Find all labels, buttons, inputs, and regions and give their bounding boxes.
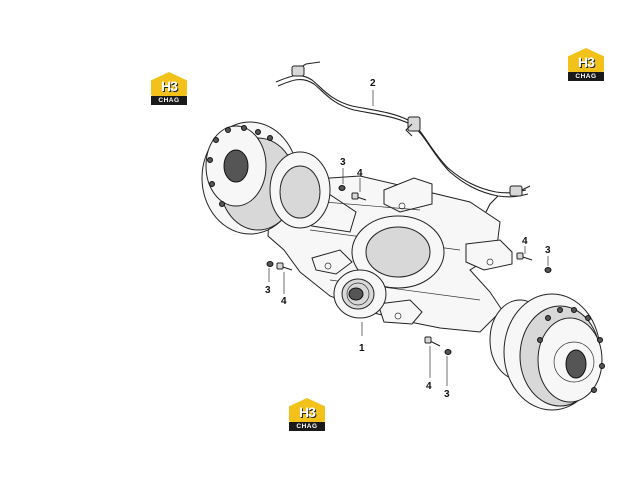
logo-mark: H3 [161, 78, 178, 94]
hardware-top [338, 185, 367, 201]
hardware-bottom [424, 336, 452, 355]
brand-logo: H3 CHAG [289, 398, 325, 432]
callout-brake-line: 2 [370, 78, 376, 89]
logo-mark: H3 [299, 404, 316, 420]
callout-axle: 1 [359, 343, 365, 354]
brand-logo: H3 CHAG [568, 48, 604, 82]
logo-text: CHAG [151, 96, 187, 105]
right-wheel-hub [489, 293, 605, 411]
differential-center [333, 215, 445, 319]
callout-bolt-left: 4 [281, 296, 287, 307]
callout-bolt-right: 4 [522, 236, 528, 247]
left-wheel-hub [201, 121, 331, 235]
callout-washer-right: 3 [545, 245, 551, 256]
callout-washer-top: 3 [340, 157, 346, 168]
callout-washer-bottom: 3 [444, 389, 450, 400]
hardware-right [516, 252, 552, 273]
brand-logo: H3 CHAG [151, 72, 187, 106]
hardware-left [266, 261, 293, 271]
callout-bolt-top: 4 [357, 168, 363, 179]
logo-text: CHAG [568, 72, 604, 81]
callout-washer-left: 3 [265, 285, 271, 296]
logo-text: CHAG [289, 422, 325, 431]
brake-line-assembly [275, 61, 531, 213]
leader-lines [268, 90, 549, 386]
callout-bolt-bottom: 4 [426, 381, 432, 392]
logo-mark: H3 [578, 54, 595, 70]
